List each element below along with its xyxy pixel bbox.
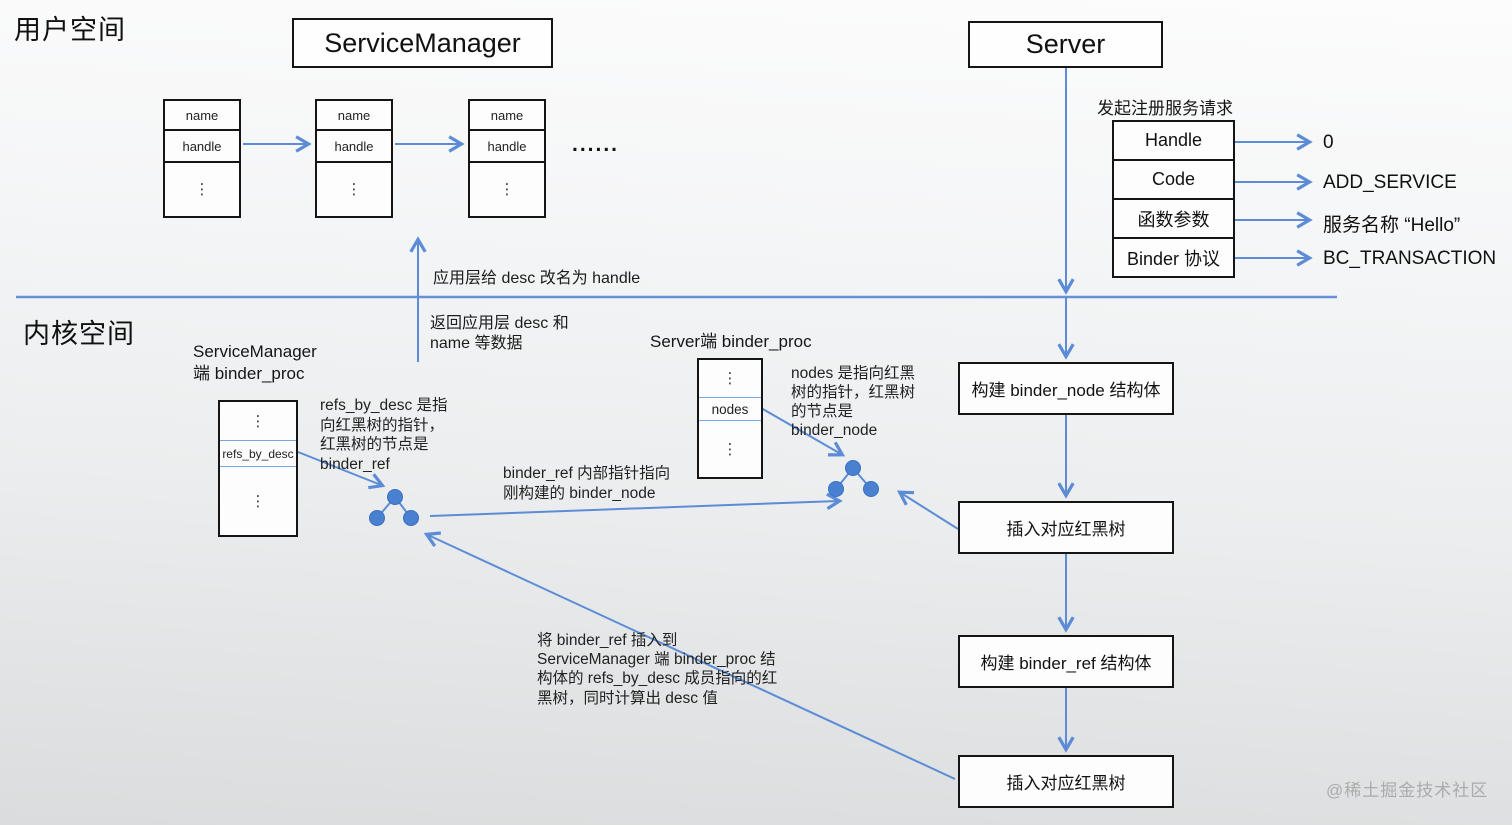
service-list-node: name handle ⋮ [163,99,241,218]
list-node-handle-cell: handle [165,131,239,163]
service-list-node: name handle ⋮ [315,99,393,218]
code-value: ADD_SERVICE [1323,172,1457,193]
list-node-handle-cell: handle [317,131,391,163]
list-continuation-dots: ...... [572,133,620,156]
nodes-to-tree-arrow [760,407,846,457]
kernel-space-title: 内核空间 [23,319,135,349]
list-node-name-cell: name [317,101,391,131]
struct-row-params: 函数参数 [1114,198,1233,237]
binder-node-rbtree [828,460,879,497]
sm-binder-proc-label: ServiceManager 端 binder_proc [193,342,317,383]
list-node-handle-cell: handle [470,131,544,163]
protocol-value: BC_TRANSACTION [1323,248,1497,269]
vertical-ellipsis: ⋮ [250,492,266,510]
sm-binder-proc-box: ⋮ refs_by_desc ⋮ [218,400,298,537]
service-manager-box: ServiceManager [292,18,553,68]
vertical-ellipsis: ⋮ [499,181,515,198]
vertical-ellipsis: ⋮ [722,440,738,458]
tree-node [828,481,844,497]
insert-ref-note: 将 binder_ref 插入到 ServiceManager 端 binder… [537,632,778,707]
return-data-note: 返回应用层 desc 和 name 等数据 [430,315,569,352]
register-request-label: 发起注册服务请求 [1097,99,1233,118]
insertnode-to-tree-arrow [897,490,959,530]
list-node-name-cell: name [165,101,239,131]
vertical-ellipsis: ⋮ [250,412,266,430]
server-binder-proc-label: Server端 binder_proc [650,332,812,351]
tree-node [387,489,403,505]
tree-node [403,510,419,526]
user-space-title: 用户空间 [14,15,126,45]
refs-by-desc-cell: refs_by_desc [220,440,296,467]
transaction-struct-table: Handle Code 函数参数 Binder 协议 [1112,120,1235,278]
params-value: 服务名称 “Hello” [1323,215,1461,236]
vertical-ellipsis: ⋮ [722,370,738,387]
flow-box-insert-node-rbtree: 插入对应红黑树 [958,501,1174,554]
struct-row-protocol: Binder 协议 [1114,237,1233,276]
nodes-cell: nodes [699,397,761,421]
flow-box-insert-ref-rbtree: 插入对应红黑树 [958,755,1174,808]
tree-node [863,481,879,497]
service-list-node: name handle ⋮ [468,99,546,218]
binder-ref-rbtree [369,489,419,526]
ref-to-node-note: binder_ref 内部指针指向 刚构建的 binder_node [503,465,671,502]
server-binder-proc-box: ⋮ nodes ⋮ [697,358,763,479]
tree-node [845,460,861,476]
struct-row-code: Code [1114,159,1233,198]
vertical-ellipsis: ⋮ [346,181,362,198]
refs-to-tree-arrow [297,451,386,490]
flow-box-build-binder-ref: 构建 binder_ref 结构体 [958,635,1174,688]
insertref-to-tree-arrow [423,531,956,780]
handle-value: 0 [1323,132,1334,153]
vertical-ellipsis: ⋮ [194,181,210,198]
juejin-watermark: @稀土掘金技术社区 [1326,781,1489,800]
list-node-name-cell: name [470,101,544,131]
desc-rename-note: 应用层给 desc 改名为 handle [433,270,641,287]
refs-by-desc-note: refs_by_desc 是指 向红黑树的指针， 红黑树的节点是 binder_… [320,397,448,473]
server-box: Server [968,21,1163,68]
struct-row-handle: Handle [1144,130,1203,150]
flow-box-build-binder-node: 构建 binder_node 结构体 [958,362,1174,415]
tree-node [369,510,385,526]
ref-to-node-arrow [429,492,843,517]
nodes-note: nodes 是指向红黑 树的指针，红黑树 的节点是 binder_node [791,365,916,439]
